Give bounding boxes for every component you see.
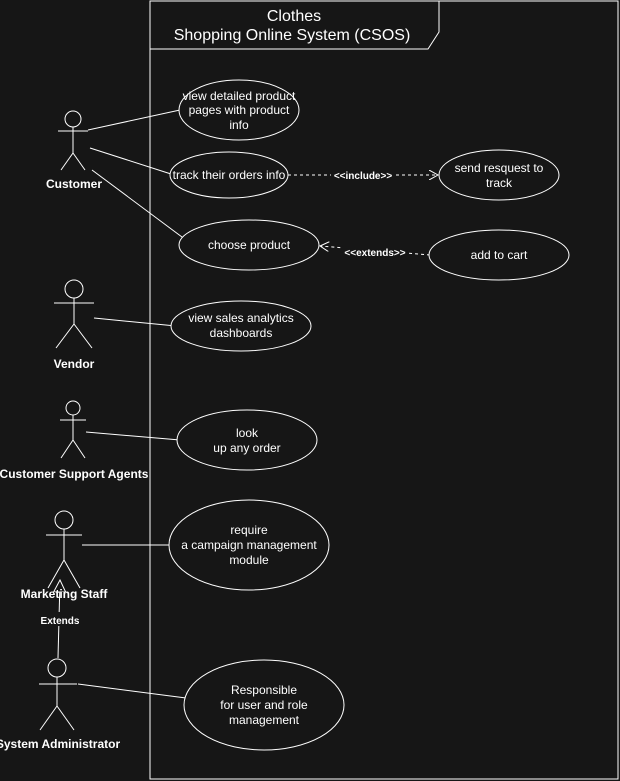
actor-label-customer-support-agents: Customer Support Agents xyxy=(0,467,149,481)
actor-customer xyxy=(58,110,88,171)
svg-text:a campaign management: a campaign management xyxy=(181,538,317,552)
actor-vendor xyxy=(54,279,94,349)
actor-marketing-staff xyxy=(46,510,82,589)
svg-text:dashboards: dashboards xyxy=(210,326,273,340)
svg-text:for user and role: for user and role xyxy=(220,698,308,712)
generalization-label: Extends xyxy=(41,616,80,627)
use-case-track-orders: track their orders info xyxy=(169,151,289,199)
assoc-customer-track-orders xyxy=(89,147,172,175)
svg-text:view detailed product: view detailed product xyxy=(183,89,296,103)
use-case-add-to-cart: add to cart xyxy=(428,229,570,281)
use-case-choose-product: choose product xyxy=(178,219,320,271)
use-case-view-product: view detailed product pages with product… xyxy=(178,79,300,141)
assoc-support-lookup-order xyxy=(85,431,181,441)
svg-text:view sales analytics: view sales analytics xyxy=(188,311,293,325)
use-case-send-request: send resquest to track xyxy=(438,149,560,201)
assoc-customer-view-product xyxy=(87,109,181,131)
svg-text:add to cart: add to cart xyxy=(471,248,528,262)
assoc-customer-choose-product xyxy=(91,169,187,241)
svg-text:send resquest to: send resquest to xyxy=(455,161,544,175)
svg-text:track their orders info: track their orders info xyxy=(173,168,286,182)
svg-text:track: track xyxy=(486,176,513,190)
actor-system-administrator xyxy=(39,658,77,731)
actor-customer-support-agents xyxy=(60,400,86,459)
svg-text:management: management xyxy=(229,713,300,727)
svg-text:info: info xyxy=(229,118,249,132)
actor-label-customer: Customer xyxy=(46,177,102,191)
assoc-admin-user-role-mgmt xyxy=(77,683,187,699)
actor-label-system-administrator: System Administrator xyxy=(0,737,120,751)
assoc-vendor-sales-analytics xyxy=(93,317,177,327)
extends-label: <<extends>> xyxy=(344,248,405,259)
system-title-line-2: Shopping Online System (CSOS) xyxy=(174,27,411,44)
svg-text:pages with product: pages with product xyxy=(189,103,290,117)
svg-text:Responsible: Responsible xyxy=(231,683,297,697)
actor-label-vendor: Vendor xyxy=(54,357,95,371)
system-title-line-1: Clothes xyxy=(267,8,321,25)
use-case-user-role-mgmt: Responsible for user and role management xyxy=(183,659,345,751)
use-case-campaign-module: require a campaign management module xyxy=(168,499,330,591)
svg-text:look: look xyxy=(236,426,259,440)
actor-label-marketing-staff: Marketing Staff xyxy=(21,587,109,601)
use-case-lookup-order: look up any order xyxy=(176,409,318,471)
svg-text:require: require xyxy=(230,523,268,537)
svg-text:up any order: up any order xyxy=(213,441,280,455)
svg-text:choose product: choose product xyxy=(208,238,291,252)
svg-text:module: module xyxy=(229,553,269,567)
include-label: <<include>> xyxy=(334,171,393,182)
system-title-tab xyxy=(150,0,440,50)
use-case-sales-analytics: view sales analytics dashboards xyxy=(170,300,312,352)
